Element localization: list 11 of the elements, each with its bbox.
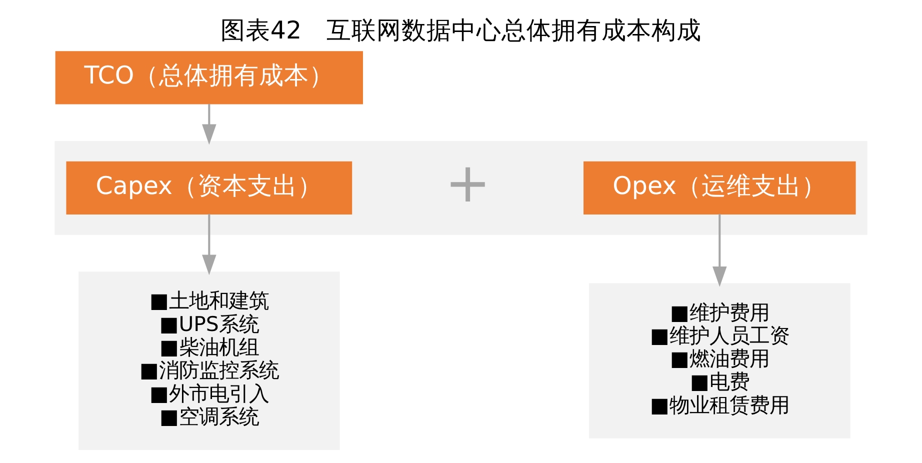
node-box: Opex（运维支出） xyxy=(584,161,856,214)
arrow xyxy=(202,104,216,145)
arrow xyxy=(202,214,216,276)
node-box: ■土地和建筑 ■UPS系统 ■柴油机组 ■消防监控系统 ■外市电引入 ■空调系统 xyxy=(78,272,340,450)
node-box: TCO（总体拥有成本） xyxy=(55,51,363,104)
cluster xyxy=(54,140,868,235)
arrow xyxy=(712,214,727,287)
node-box: Capex（资本支出） xyxy=(66,161,352,214)
diagram-title: 图表42 互联网数据中心总体拥有成本构成 xyxy=(220,16,702,45)
label: + xyxy=(444,150,491,215)
node-box: ■维护费用 ■维护人员工资 ■燃油费用 ■电费 ■物业租赁费用 xyxy=(588,283,850,438)
